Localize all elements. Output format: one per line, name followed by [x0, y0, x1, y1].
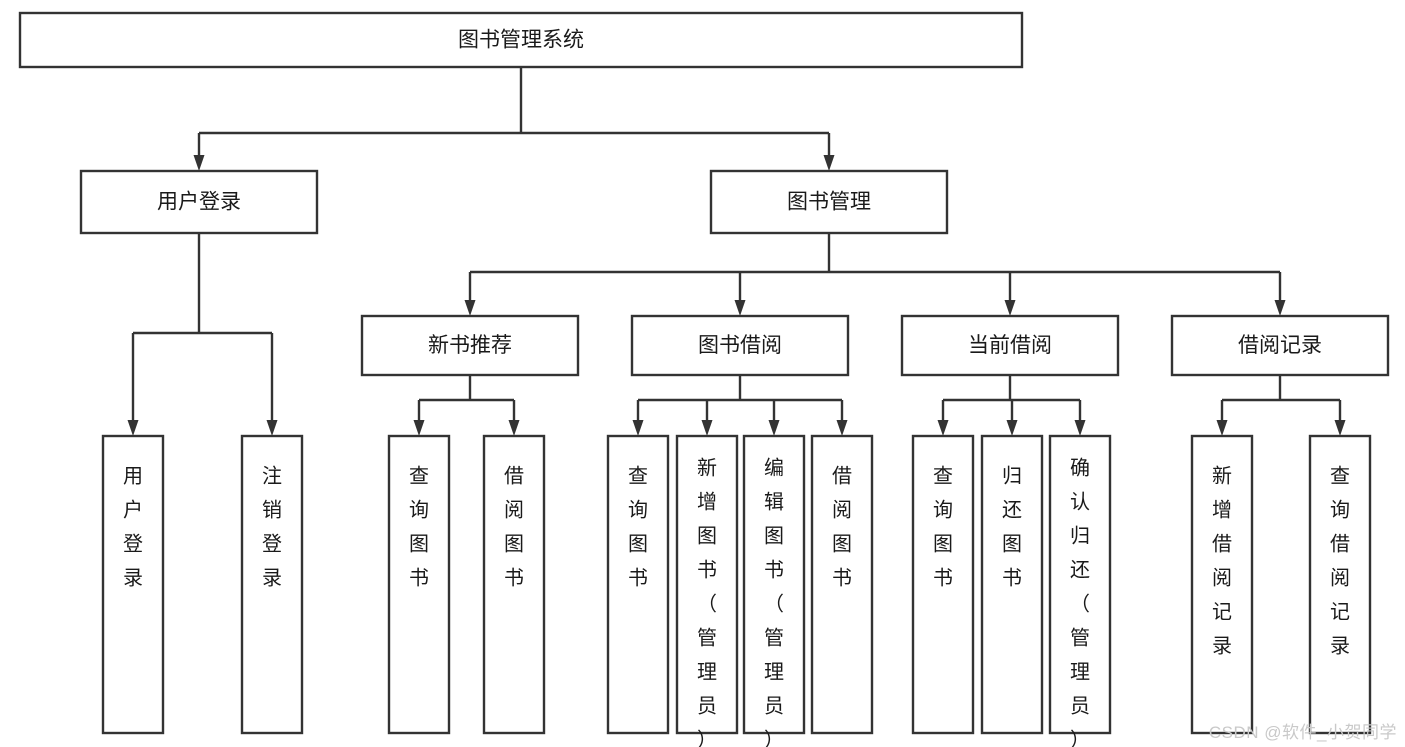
node-box-borrow-record [1170, 314, 1390, 377]
node-box-leaf-query-book [606, 434, 670, 735]
node-box-leaf-borrow-book-rec [482, 434, 546, 735]
node-label-leaf-add-borrow-record: 新增借阅记录 [1212, 464, 1232, 657]
node-box-user-login [79, 169, 319, 235]
node-label-leaf-edit-book-admin: 编辑图书（管理员） [764, 456, 784, 747]
node-leaf-query-borrow-record: 查询借阅记录 [1308, 434, 1372, 735]
node-label-leaf-return-book: 归还图书 [1002, 464, 1022, 589]
node-leaf-return-book: 归还图书 [980, 434, 1044, 735]
node-box-book-manage [709, 169, 949, 235]
node-user-login: 用户登录 [79, 169, 319, 235]
node-book-borrow: 图书借阅 [630, 314, 850, 377]
node-leaf-logout: 注销登录 [240, 434, 304, 735]
node-label-leaf-borrow-book: 借阅图书 [832, 464, 852, 589]
node-box-current-borrow [900, 314, 1120, 377]
node-box-leaf-borrow-book [810, 434, 874, 735]
watermark-csdn: CSDN @软件_小贺同学 [1208, 723, 1397, 742]
node-leaf-confirm-return-admin: 确认归还（管理员） [1048, 434, 1112, 747]
node-box-leaf-logout [240, 434, 304, 735]
node-label-leaf-confirm-return-admin: 确认归还（管理员） [1070, 456, 1090, 747]
node-label-book-manage: 图书管理 [787, 191, 871, 214]
node-box-leaf-query-book-rec [387, 434, 451, 735]
node-borrow-record: 借阅记录 [1170, 314, 1390, 377]
node-label-current-borrow: 当前借阅 [968, 334, 1052, 357]
node-book-manage: 图书管理 [709, 169, 949, 235]
node-leaf-add-book-admin: 新增图书（管理员） [675, 434, 739, 747]
node-box-leaf-user-login [101, 434, 165, 735]
node-leaf-borrow-book-rec: 借阅图书 [482, 434, 546, 735]
node-label-leaf-add-book-admin: 新增图书（管理员） [697, 456, 717, 747]
node-label-leaf-query-book-rec: 查询图书 [409, 464, 429, 589]
node-leaf-user-login: 用户登录 [101, 434, 165, 735]
node-box-root [18, 11, 1024, 69]
node-leaf-borrow-book: 借阅图书 [810, 434, 874, 735]
node-box-leaf-add-borrow-record [1190, 434, 1254, 735]
node-new-book-recommend: 新书推荐 [360, 314, 580, 377]
node-box-new-book-recommend [360, 314, 580, 377]
node-box-leaf-add-book-admin [675, 434, 739, 735]
node-box-leaf-query-book-cur [911, 434, 975, 735]
node-leaf-query-book-rec: 查询图书 [387, 434, 451, 735]
node-leaf-add-borrow-record: 新增借阅记录 [1190, 434, 1254, 735]
node-label-leaf-user-login: 用户登录 [123, 465, 143, 589]
node-label-leaf-query-book: 查询图书 [628, 464, 648, 589]
node-box-leaf-query-borrow-record [1308, 434, 1372, 735]
node-label-borrow-record: 借阅记录 [1238, 334, 1322, 357]
node-current-borrow: 当前借阅 [900, 314, 1120, 377]
node-leaf-query-book: 查询图书 [606, 434, 670, 735]
node-root: 图书管理系统 [18, 11, 1024, 69]
node-box-leaf-return-book [980, 434, 1044, 735]
node-label-leaf-query-book-cur: 查询图书 [933, 464, 953, 589]
node-label-leaf-logout: 注销登录 [262, 464, 282, 589]
node-label-book-borrow: 图书借阅 [698, 334, 782, 357]
node-leaf-edit-book-admin: 编辑图书（管理员） [742, 434, 806, 747]
node-label-user-login: 用户登录 [157, 191, 241, 214]
node-leaf-query-book-cur: 查询图书 [911, 434, 975, 735]
node-label-root: 图书管理系统 [458, 29, 584, 52]
node-box-leaf-confirm-return-admin [1048, 434, 1112, 735]
node-box-book-borrow [630, 314, 850, 377]
node-label-leaf-borrow-book-rec: 借阅图书 [504, 464, 524, 589]
node-label-new-book-recommend: 新书推荐 [428, 334, 512, 357]
node-box-leaf-edit-book-admin [742, 434, 806, 735]
node-label-leaf-query-borrow-record: 查询借阅记录 [1330, 464, 1350, 657]
